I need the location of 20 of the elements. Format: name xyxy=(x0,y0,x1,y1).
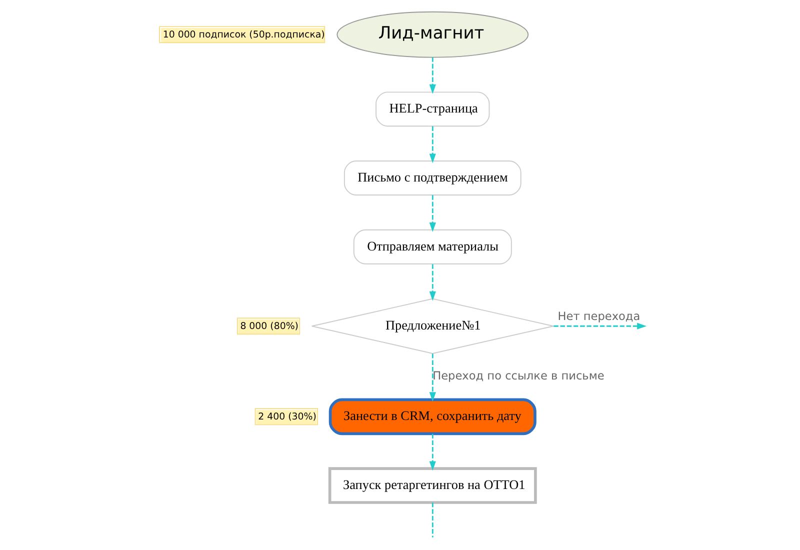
node-ellipse: Лид-магнит xyxy=(336,11,528,58)
node-box: Письмо с подтверждением xyxy=(343,160,521,196)
connector xyxy=(431,502,433,538)
node-box: Запуск ретаргетингов на OTTO1 xyxy=(328,467,536,504)
arrow xyxy=(428,57,436,94)
arrow xyxy=(428,354,436,402)
node-label: 8 000 (80%) xyxy=(240,320,298,332)
arrow xyxy=(428,195,436,232)
node-label: 10 000 подписок (50р.подписка) xyxy=(162,29,324,40)
edge-label: Нет перехода xyxy=(557,310,640,324)
node-box: Отправляем материалы xyxy=(352,229,512,264)
arrow xyxy=(428,126,436,164)
node-box: Занести в CRM, сохранить дату xyxy=(328,398,536,436)
edge-label: Переход по ссылке в письме xyxy=(432,370,604,382)
node-box: HELP-страница xyxy=(375,92,490,127)
node-diamond: Предложение№1 xyxy=(310,298,554,354)
arrow xyxy=(428,264,436,301)
arrow xyxy=(553,322,646,330)
node-label: 2 400 (30%) xyxy=(258,412,316,422)
arrow xyxy=(428,434,436,471)
